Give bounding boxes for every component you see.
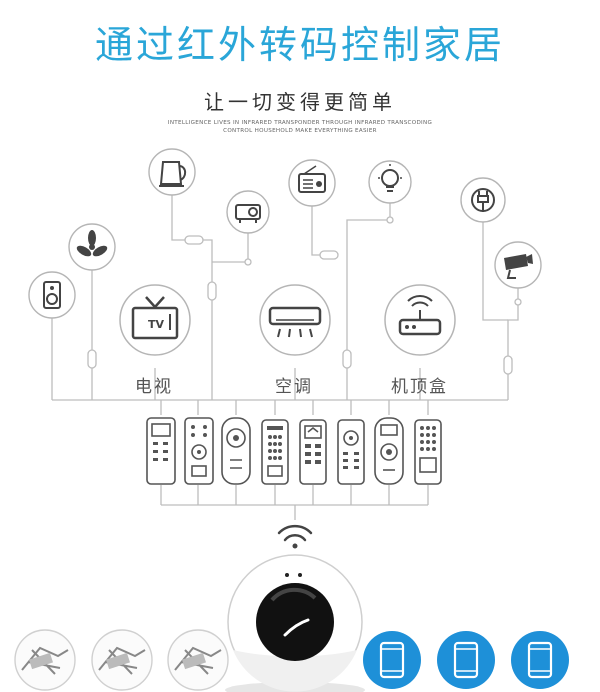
remote-row xyxy=(146,417,442,485)
radio-icon xyxy=(288,159,336,207)
projector-icon xyxy=(226,190,270,234)
tv-icon-text: TV xyxy=(148,318,165,331)
kettle-icon xyxy=(148,148,196,196)
category-label-settop-box: 机顶盒 xyxy=(391,377,448,397)
page-subtitle: 让一切变得更简单 xyxy=(204,90,396,114)
smartphone-icon-2 xyxy=(437,631,495,689)
tagline-line-2: CONTROL HOUSEHOLD MAKE EVERYTHING EASIER xyxy=(223,128,377,134)
router-icon xyxy=(384,284,456,356)
camera-icon xyxy=(494,241,542,289)
remote-2 xyxy=(184,417,214,485)
connector-lines xyxy=(51,195,522,520)
power-plug-icon xyxy=(460,177,506,223)
category-label-ac: 空调 xyxy=(275,377,313,397)
tagline-line-1: INTELLIGENCE LIVES IN INFRARED TRANSPOND… xyxy=(167,120,433,126)
category-label-tv: 电视 xyxy=(135,377,173,397)
tv-icon: TV xyxy=(119,284,191,356)
page-title: 通过红外转码控制家居 xyxy=(94,23,505,67)
air-conditioner-icon xyxy=(259,284,331,356)
remote-8 xyxy=(414,419,442,485)
appliance-thumbnail-3 xyxy=(167,629,229,691)
appliance-thumbnail-1 xyxy=(14,629,76,691)
remote-5 xyxy=(299,419,327,485)
smartphone-icon-1 xyxy=(363,631,421,689)
remote-1 xyxy=(146,417,176,485)
remote-3 xyxy=(221,417,251,485)
speaker-icon xyxy=(28,271,76,319)
remote-6 xyxy=(337,419,365,485)
wifi-signal-icon xyxy=(277,524,313,549)
light-bulb-icon xyxy=(368,160,412,204)
remote-4 xyxy=(261,419,289,485)
remote-7 xyxy=(374,417,404,485)
appliance-thumbnail-2 xyxy=(91,629,153,691)
fan-icon xyxy=(68,223,116,271)
smartphone-icon-3 xyxy=(511,631,569,689)
ir-transponder-device xyxy=(225,554,365,692)
